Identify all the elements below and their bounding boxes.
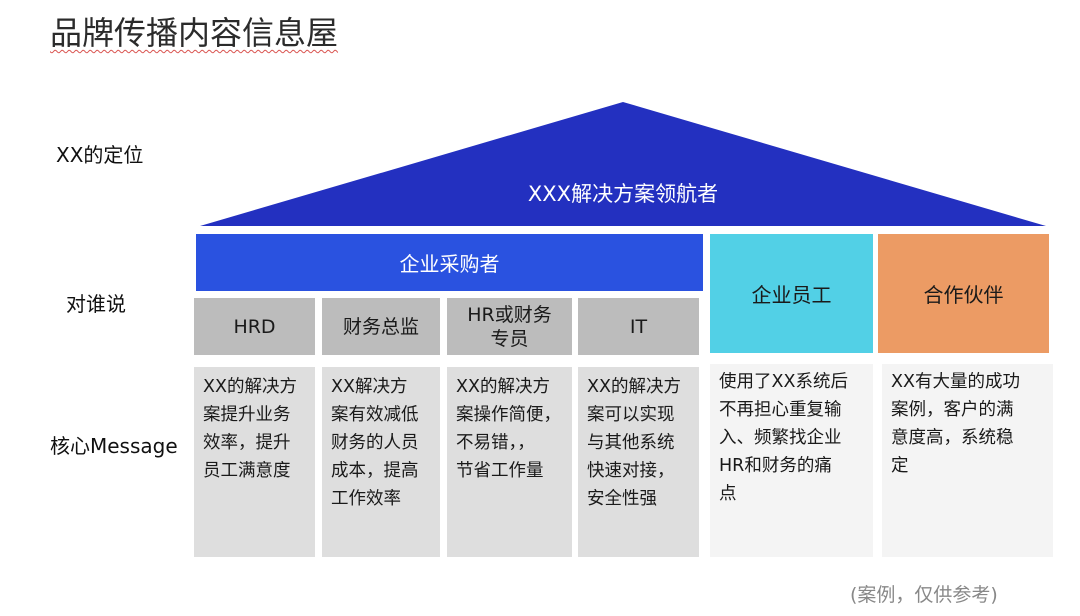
message-hrd: XX的解决方 案提升业务 效率，提升 员工满意度 [194,367,315,557]
roof-positioning-text: XXX解决方案领航者 [527,182,719,206]
message-partner: XX有大量的成功 案例，客户的满 意度高，系统稳 定 [882,364,1053,557]
page-title: 品牌传播内容信息屋 [50,14,339,52]
message-it: XX的解决方 案可以实现 与其他系统 快速对接， 安全性强 [578,367,699,557]
message-hr-finance-staff: XX的解决方 案操作简便， 不易错，， 节省工作量 [447,367,572,557]
roof-triangle [200,102,1046,226]
sub-audience-finance-director: 财务总监 [322,298,440,355]
sub-audience-hrd: HRD [194,298,315,355]
message-employee: 使用了XX系统后 不再担心重复输 入、频繁找企业 HR和财务的痛 点 [710,364,873,557]
row-label-audience: 对谁说 [66,292,126,316]
group-header-enterprise-buyer: 企业采购者 [196,234,703,291]
group-header-partner: 合作伙伴 [878,234,1049,353]
footnote: (案例，仅供参考) [850,584,998,606]
sub-audience-it: IT [578,298,699,355]
row-label-positioning: XX的定位 [56,143,144,167]
sub-audience-hr-finance-staff: HR或财务 专员 [447,298,572,355]
message-finance-director: XX解决方 案有效减低 财务的人员 成本，提高 工作效率 [322,367,440,557]
row-label-message: 核心Message [50,434,178,458]
group-header-employee: 企业员工 [710,234,873,353]
house-roof [200,102,1046,226]
